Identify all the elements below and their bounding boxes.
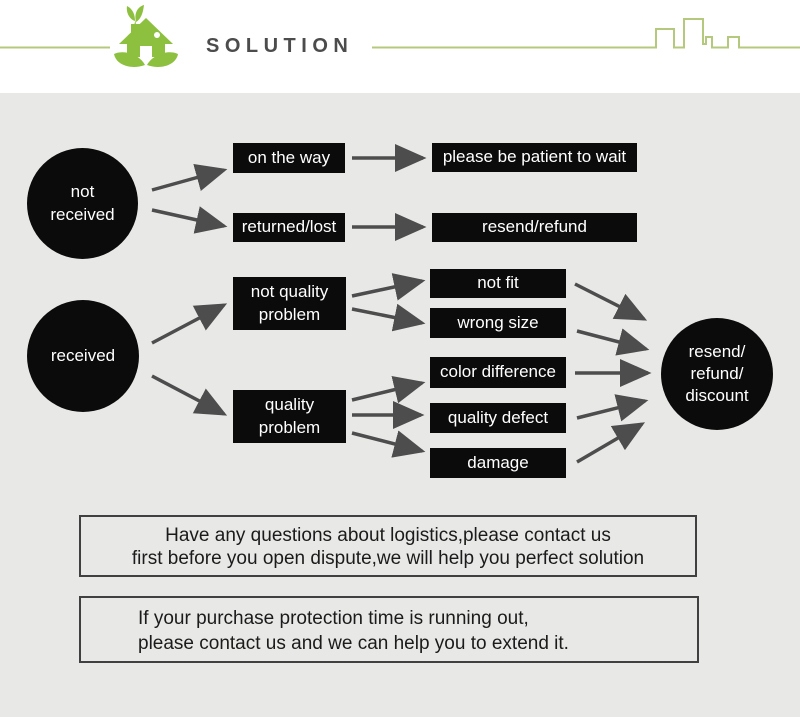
node-please-be-patient: please be patient to wait (432, 143, 637, 172)
eco-house-logo-icon (112, 4, 180, 72)
arrow-received-to-not-quality-problem (151, 303, 228, 345)
arrow-received-to-quality-problem (151, 374, 228, 416)
logistics-dispute-note: Have any questions about logistics,pleas… (79, 515, 697, 577)
header: SOLUTION (0, 0, 800, 93)
node-quality-problem: quality problem (233, 390, 346, 443)
node-not-fit: not fit (430, 269, 566, 298)
arrow-not-quality-to-wrong-size (351, 303, 426, 332)
arrow-not-quality-to-not-fit (351, 273, 426, 301)
node-color-difference: color difference (430, 357, 566, 388)
flowchart-canvas: not received received resend/ refund/ di… (0, 93, 800, 717)
purchase-protection-note: If your purchase protection time is runn… (79, 596, 699, 663)
node-resend-refund: resend/refund (432, 213, 637, 242)
node-resend-refund-discount: resend/ refund/ discount (661, 318, 773, 430)
skyline-line-decoration (0, 18, 800, 49)
node-on-the-way: on the way (233, 143, 345, 173)
arrow-quality-to-color-difference (351, 376, 426, 404)
arrow-damage-to-final (576, 422, 646, 464)
arrow-wrong-size-to-final (576, 328, 650, 356)
page-title: SOLUTION (206, 35, 354, 57)
node-not-received: not received (27, 148, 138, 259)
arrow-not-fit-to-final (574, 282, 648, 321)
node-not-quality-problem: not quality problem (233, 277, 346, 330)
flow-arrows (151, 144, 652, 464)
arrow-not-received-to-returned-lost (151, 206, 228, 234)
node-returned-lost: returned/lost (233, 213, 345, 242)
node-wrong-size: wrong size (430, 308, 566, 338)
node-received: received (27, 300, 139, 412)
arrow-not-received-to-on-the-way (151, 164, 228, 192)
node-quality-defect: quality defect (430, 403, 566, 433)
node-damage: damage (430, 448, 566, 478)
arrow-quality-to-damage (351, 430, 426, 458)
arrow-quality-defect-to-final (576, 394, 649, 422)
